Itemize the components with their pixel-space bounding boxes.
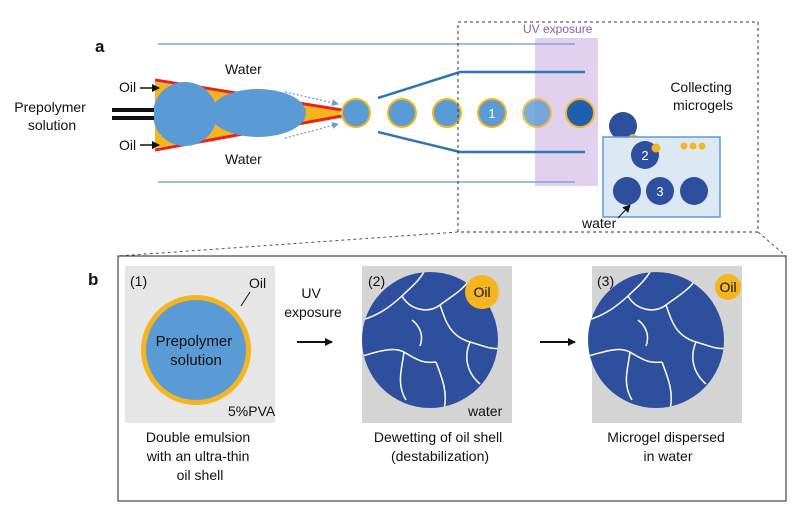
step1-number: (1): [130, 273, 147, 289]
droplet: [522, 98, 552, 128]
step1-prepolymer-core: [146, 300, 246, 400]
step2-oil-label: Oil: [473, 284, 490, 300]
step2-number: (2): [368, 273, 385, 289]
zoom-line-right: [757, 231, 787, 257]
core-plug-large: [153, 82, 217, 146]
collection-tube-bottom: [377, 130, 585, 154]
oil-label-top: Oil: [119, 79, 136, 95]
collected-microgel-3: [646, 177, 674, 205]
collected-microgel: [680, 177, 708, 205]
panel-b: b (1) Oil Prepolymer solution 5%PVA Doub…: [88, 255, 787, 502]
water-label-bottom: Water: [225, 151, 262, 167]
microgel-marker-3: 3: [656, 184, 663, 199]
zoom-box: [457, 21, 759, 233]
oil-droplet: [689, 142, 697, 150]
step3-number: (3): [597, 273, 614, 289]
droplet: [432, 98, 462, 128]
droplet-1: [477, 98, 507, 128]
step2-oil-droplet: [465, 275, 499, 309]
inlet-tube-core: [112, 112, 154, 116]
panel-b-label: b: [88, 270, 98, 289]
uv-exposure-label: UV exposure: [523, 22, 593, 36]
droplet-cured: [565, 98, 595, 128]
panel-a-label: a: [95, 37, 105, 56]
step1-oil-label: Oil: [249, 275, 266, 291]
step2-microgel: [362, 272, 498, 408]
step1-core-label: Prepolymer solution: [156, 333, 237, 369]
step2-polymer-network: [362, 272, 498, 408]
step3-caption: Microgel dispersed in water: [607, 429, 728, 464]
collection-tube-top: [377, 70, 585, 100]
step1-medium-label: 5%PVA: [228, 403, 276, 419]
droplet: [341, 98, 371, 128]
oil-cap: [651, 143, 661, 153]
step3-oil-droplet: [715, 274, 741, 300]
water-label-top: Water: [225, 61, 262, 77]
step3-microgel: [588, 272, 724, 408]
zoom-line-left: [117, 231, 459, 257]
collected-microgel: [613, 177, 641, 205]
oil-droplet: [680, 142, 688, 150]
step1-oil-pointer: [240, 291, 251, 307]
droplet-marker-1: 1: [488, 106, 495, 121]
prepolymer-label: Prepolymer solution: [14, 99, 89, 133]
microgel-marker-2: 2: [641, 148, 648, 163]
step2-caption: Dewetting of oil shell (destabilization): [374, 429, 506, 464]
step1-caption: Double emulsion with an ultra-thin oil s…: [146, 429, 254, 483]
water-pointer-arrow: [617, 204, 631, 219]
uv-exposure-step-label: UV exposure: [284, 285, 342, 320]
core-plug-elongated: [210, 89, 306, 137]
oil-label-bottom: Oil: [119, 137, 136, 153]
step3-polymer-network: [588, 272, 724, 408]
microgel-exiting: [609, 112, 637, 140]
flow-arrow-top: [284, 91, 339, 107]
step2-medium-label: water: [467, 403, 503, 419]
panel-a: a UV exposure 1: [14, 21, 787, 257]
water-label-container: water: [581, 215, 617, 231]
oil-droplet: [698, 142, 706, 150]
collecting-label: Collecting microgels: [670, 79, 735, 113]
droplet: [387, 98, 417, 128]
flow-arrow-bottom: [284, 122, 339, 139]
step3-oil-label: Oil: [719, 279, 736, 295]
